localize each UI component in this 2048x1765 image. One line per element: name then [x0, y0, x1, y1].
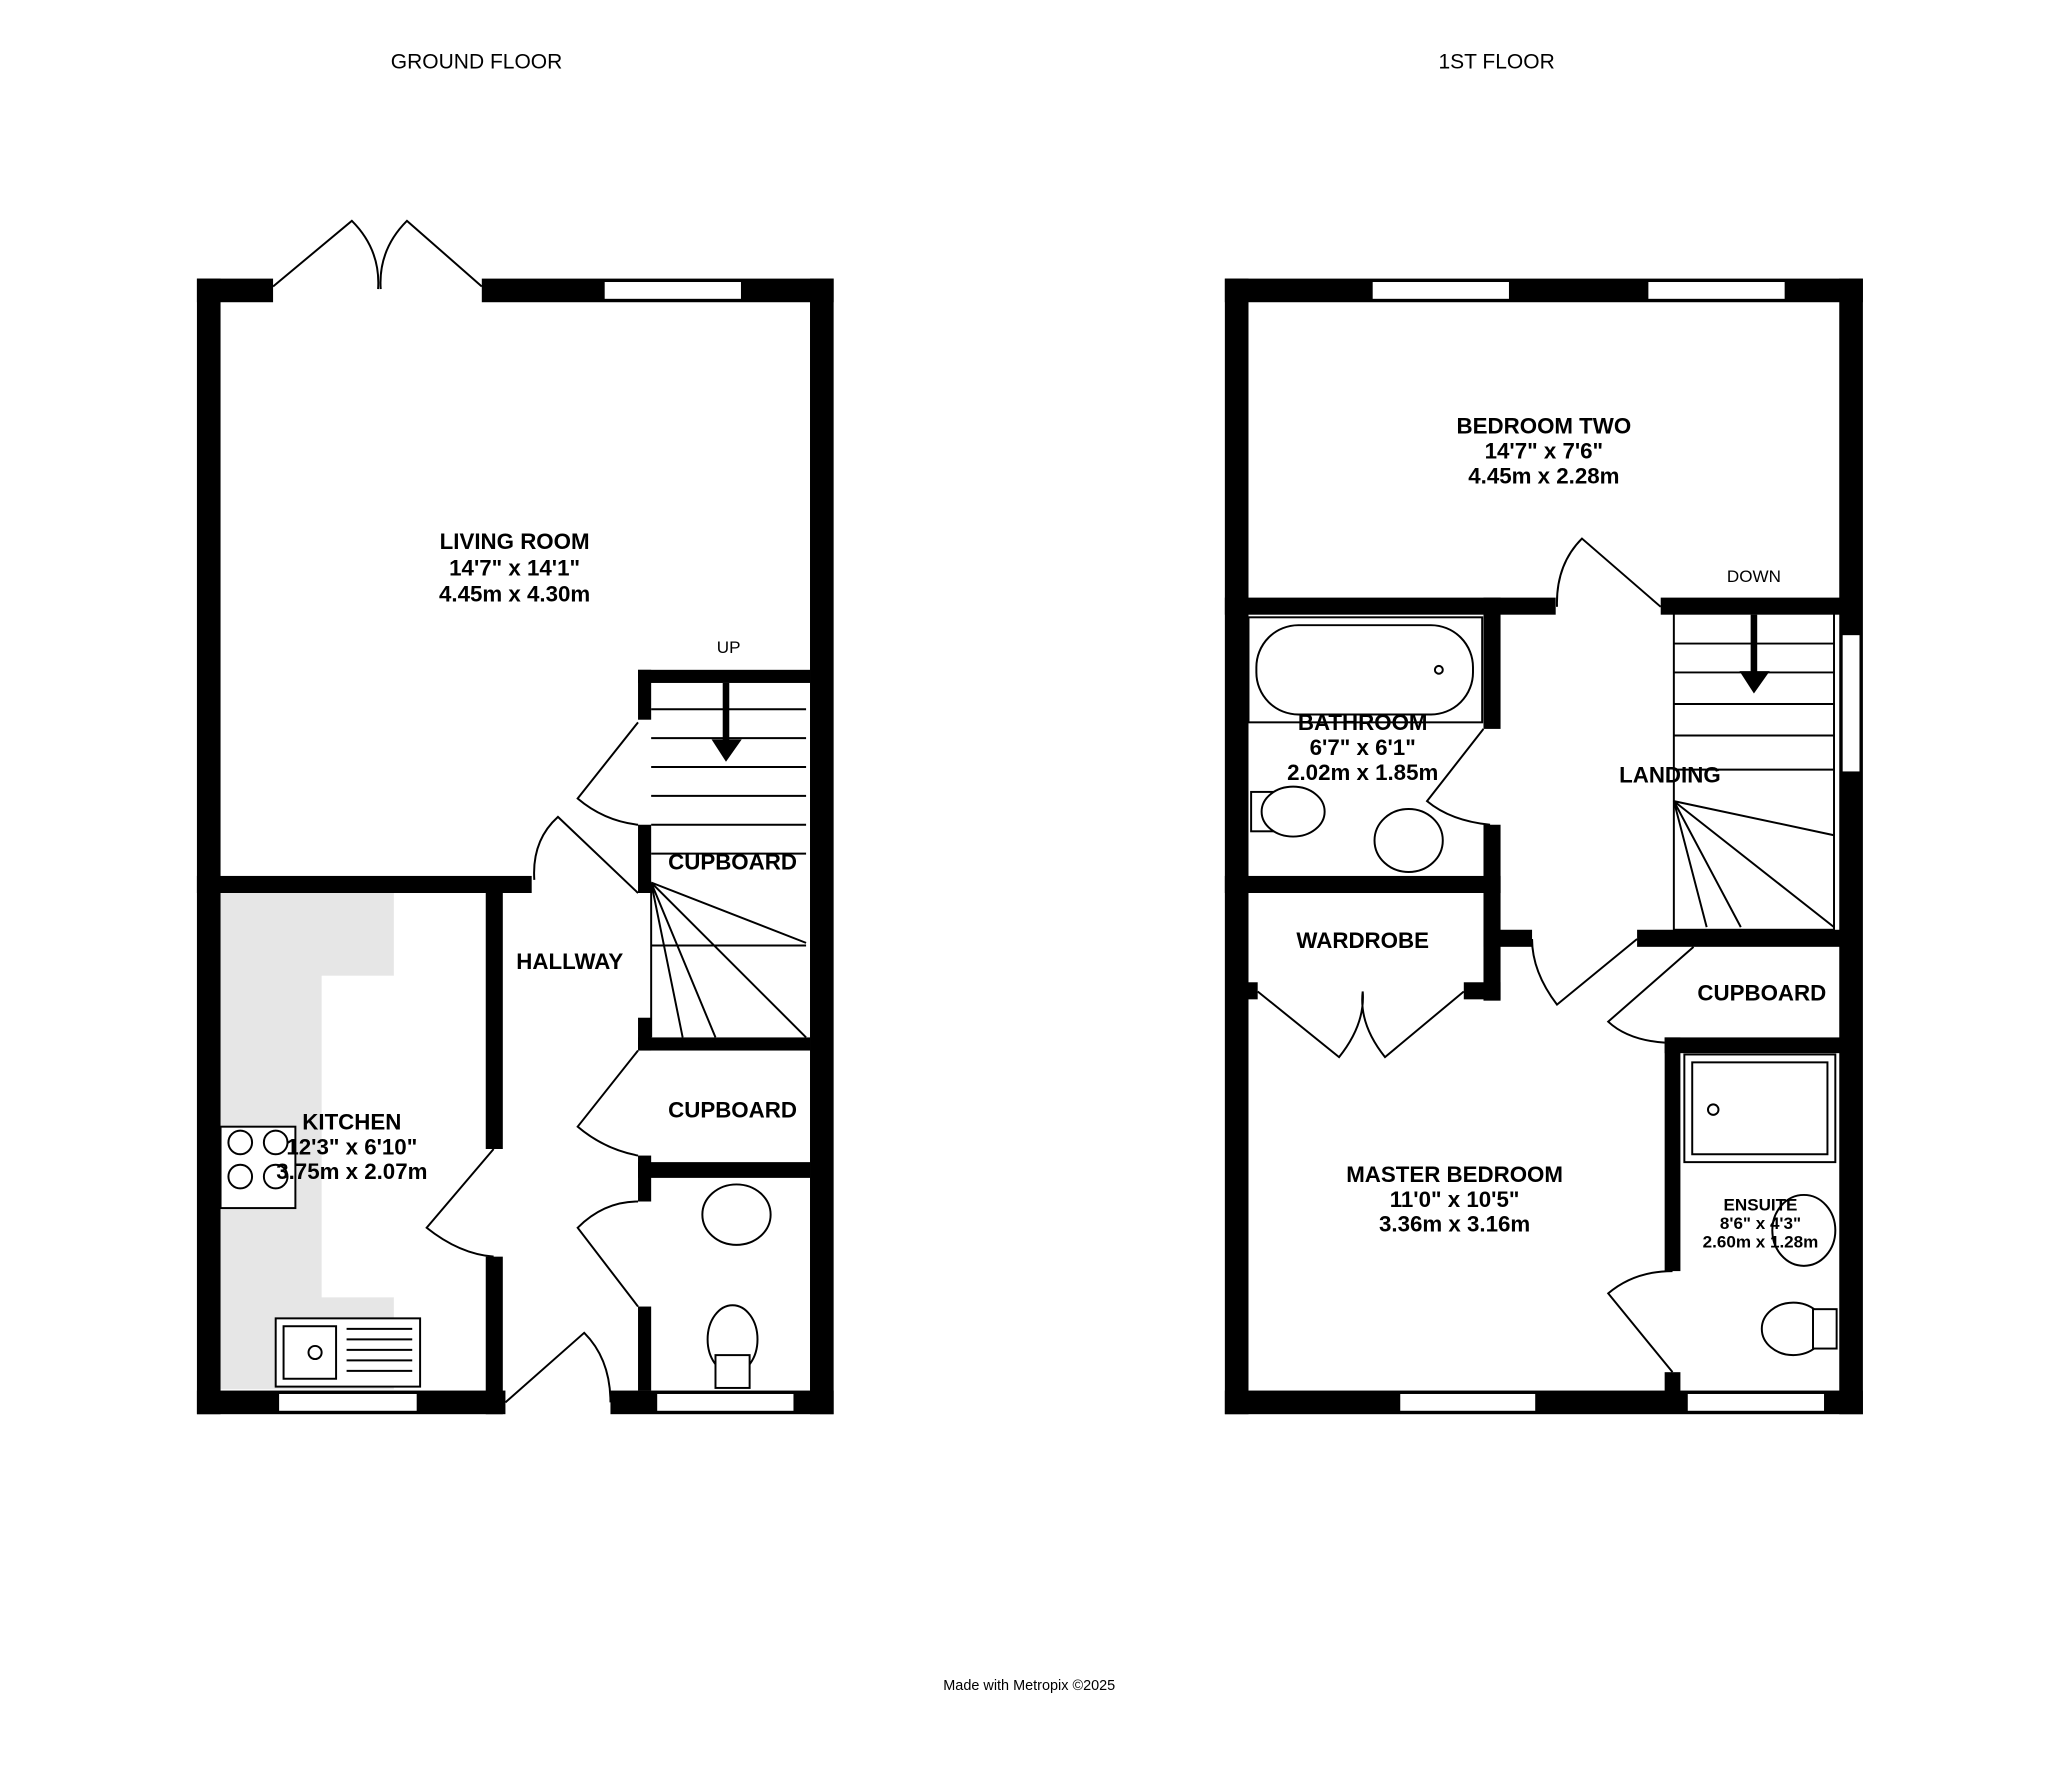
door: [576, 1200, 639, 1308]
ground-floor-title: GROUND FLOOR: [391, 51, 563, 74]
toilet-icon: [706, 1304, 759, 1389]
wardrobe-doors: [1257, 990, 1465, 1059]
room-name: CUPBOARD: [668, 1097, 797, 1122]
footer-credit: Made with Metropix ©2025: [943, 1678, 1115, 1694]
room-name: ENSUITE: [1724, 1196, 1798, 1215]
room-name: LANDING: [1619, 763, 1721, 788]
door: [1531, 938, 1638, 1007]
room-name: WARDROBE: [1296, 928, 1429, 953]
window: [1646, 280, 1787, 301]
window: [655, 1392, 796, 1413]
door: [576, 1049, 639, 1157]
window: [1371, 280, 1511, 301]
window: [1841, 633, 1862, 774]
room-imperial: 11'0" x 10'5": [1390, 1187, 1520, 1212]
arrow-down-icon: [1739, 671, 1770, 694]
room-metric: 2.60m x 1.28m: [1703, 1232, 1819, 1251]
room-metric: 3.36m x 3.16m: [1379, 1212, 1530, 1237]
room-metric: 4.45m x 2.28m: [1468, 463, 1619, 488]
ground-floor-plan: UP LIVING ROOM 14'7" x 14'1" 4.45m x 4.3…: [196, 219, 834, 1415]
room-imperial: 8'6" x 4'3": [1720, 1214, 1801, 1233]
staircase: [1672, 609, 1835, 931]
door: [1556, 537, 1662, 608]
room-name: BEDROOM TWO: [1457, 414, 1632, 439]
room-imperial: 14'7" x 7'6": [1485, 438, 1604, 463]
first-floor-plan: DOWN BEDROOM TWO 14'7" x 7'6" 4.45m x 2.…: [1224, 278, 1863, 1415]
front-door: [504, 1331, 612, 1404]
window: [1686, 1392, 1826, 1413]
door: [1606, 1270, 1674, 1373]
basin-icon: [1771, 1193, 1837, 1267]
door: [1606, 946, 1695, 1044]
basin-icon: [1373, 807, 1444, 873]
room-name: HALLWAY: [516, 949, 623, 974]
window: [277, 1392, 419, 1413]
room-name: BATHROOM: [1298, 710, 1428, 735]
shower-icon: [1683, 1053, 1837, 1164]
room-name: MASTER BEDROOM: [1346, 1162, 1563, 1187]
room-imperial: 12'3" x 6'10": [286, 1134, 417, 1159]
room-metric: 2.02m x 1.85m: [1287, 760, 1438, 785]
stairs-down-label: DOWN: [1727, 567, 1781, 586]
room-name: KITCHEN: [302, 1109, 401, 1134]
basin-icon: [701, 1183, 772, 1246]
staircase: [650, 682, 807, 1039]
stairs-up-label: UP: [717, 638, 741, 657]
door: [576, 721, 639, 826]
arrow-down-icon: [711, 739, 742, 762]
door: [1425, 728, 1491, 826]
toilet-icon: [1250, 785, 1326, 838]
window: [1398, 1392, 1537, 1413]
window: [603, 280, 743, 301]
room-name: LIVING ROOM: [440, 529, 590, 554]
bath-icon: [1247, 616, 1484, 724]
room-name: CUPBOARD: [668, 849, 797, 874]
sink-icon: [274, 1317, 422, 1388]
room-imperial: 6'7" x 6'1": [1310, 735, 1416, 760]
door: [533, 815, 639, 894]
first-floor-title: 1ST FLOOR: [1438, 51, 1554, 74]
french-doors: [272, 219, 483, 290]
toilet-icon: [1760, 1301, 1838, 1357]
door: [425, 1148, 495, 1258]
hob-icon: [219, 1125, 297, 1210]
room-name: CUPBOARD: [1697, 981, 1826, 1006]
room-metric: 3.75m x 2.07m: [276, 1159, 427, 1184]
room-imperial: 14'7" x 14'1": [449, 555, 580, 580]
room-metric: 4.45m x 4.30m: [439, 582, 590, 607]
